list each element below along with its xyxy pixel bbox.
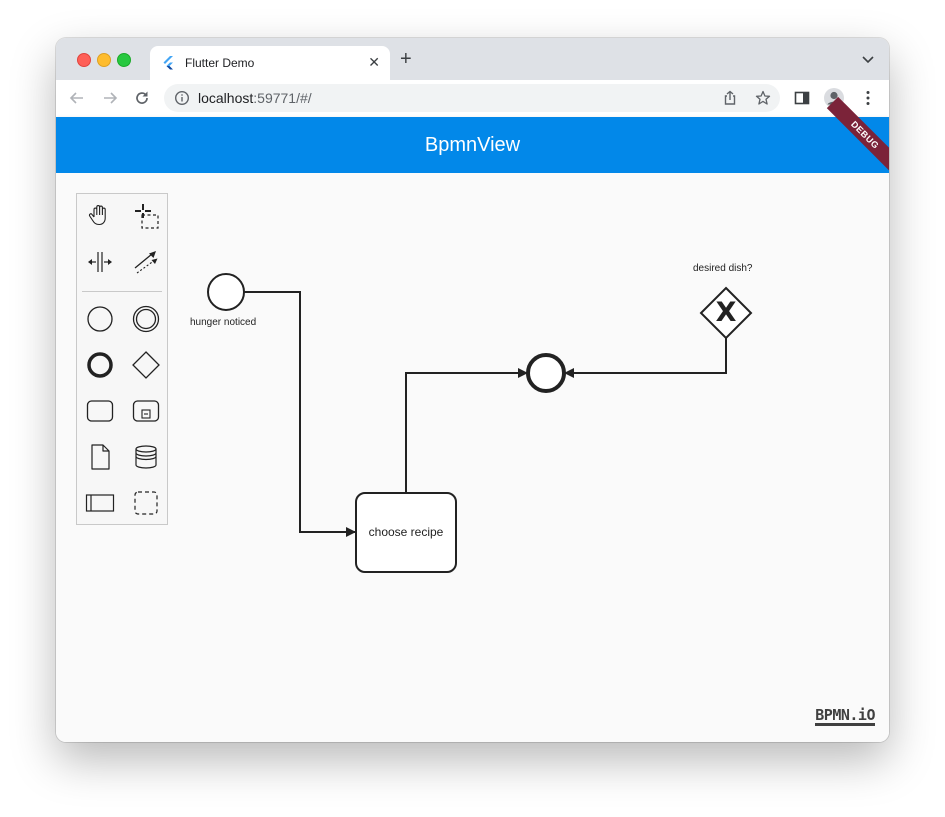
create-start-event-icon[interactable] — [84, 303, 116, 335]
create-data-object-icon[interactable] — [84, 441, 116, 473]
url-path: :59771/#/ — [253, 90, 312, 106]
browser-toolbar: localhost:59771/#/ — [56, 80, 889, 118]
zoom-window-button[interactable] — [117, 53, 131, 67]
gateway-label: desired dish? — [693, 263, 753, 274]
bpmn-palette — [76, 193, 168, 525]
task-label: choose recipe — [368, 525, 444, 539]
url-text[interactable]: localhost:59771/#/ — [198, 90, 312, 106]
start-event[interactable] — [207, 273, 245, 311]
palette-separator — [82, 291, 162, 292]
sequence-flow-gateway-to-end[interactable] — [564, 337, 727, 378]
bpmn-io-logo[interactable]: BPMN.iO — [815, 706, 875, 726]
more-menu-icon[interactable] — [859, 89, 877, 107]
create-subprocess-icon[interactable] — [130, 395, 162, 427]
bookmark-star-icon[interactable] — [755, 90, 771, 106]
tab-close-icon[interactable]: ✕ — [368, 54, 380, 70]
reload-icon[interactable] — [133, 89, 151, 107]
new-tab-button[interactable]: + — [400, 48, 412, 70]
task-choose-recipe[interactable] — [355, 492, 457, 573]
url-host: localhost — [198, 90, 254, 106]
address-bar[interactable]: localhost:59771/#/ — [164, 84, 780, 112]
end-event[interactable] — [526, 353, 566, 393]
side-panel-icon[interactable] — [793, 89, 811, 107]
sequence-flow-task-to-end[interactable] — [405, 368, 528, 492]
create-intermediate-event-icon[interactable] — [130, 303, 162, 335]
site-info-icon[interactable] — [174, 90, 190, 106]
sequence-flow-start-to-task[interactable] — [244, 291, 356, 537]
tab-strip: Flutter Demo ✕ + — [56, 38, 889, 80]
hand-tool-icon[interactable] — [84, 200, 116, 232]
exclusive-gateway[interactable] — [699, 286, 753, 340]
create-participant-icon[interactable] — [84, 487, 116, 519]
bpmn-canvas[interactable]: hunger noticed choose recipe desired dis… — [56, 173, 889, 742]
start-event-label: hunger noticed — [190, 317, 257, 328]
back-arrow-icon[interactable] — [68, 89, 86, 107]
space-tool-icon[interactable] — [84, 246, 116, 278]
create-gateway-icon[interactable] — [130, 349, 162, 381]
create-group-icon[interactable] — [130, 487, 162, 519]
browser-window: Flutter Demo ✕ + localhost:59771/#/ — [56, 38, 889, 742]
tab-flutter-demo[interactable]: Flutter Demo ✕ — [150, 46, 390, 80]
bpmn-diagram[interactable] — [56, 173, 889, 742]
tab-title: Flutter Demo — [185, 56, 255, 70]
create-data-store-icon[interactable] — [130, 441, 162, 473]
tab-search-chevron-icon[interactable] — [861, 52, 875, 66]
flutter-icon — [163, 56, 173, 70]
gateway-exclusive-marker: X — [715, 297, 737, 328]
share-icon[interactable] — [722, 90, 738, 106]
app-bar: BpmnView DEBUG — [56, 96, 889, 174]
forward-arrow-icon[interactable] — [101, 89, 119, 107]
create-end-event-icon[interactable] — [84, 349, 116, 381]
create-task-icon[interactable] — [84, 395, 116, 427]
close-window-button[interactable] — [77, 53, 91, 67]
global-connect-tool-icon[interactable] — [130, 246, 162, 278]
app-title: BpmnView — [424, 134, 521, 156]
minimize-window-button[interactable] — [97, 53, 111, 67]
lasso-tool-icon[interactable] — [130, 200, 162, 232]
